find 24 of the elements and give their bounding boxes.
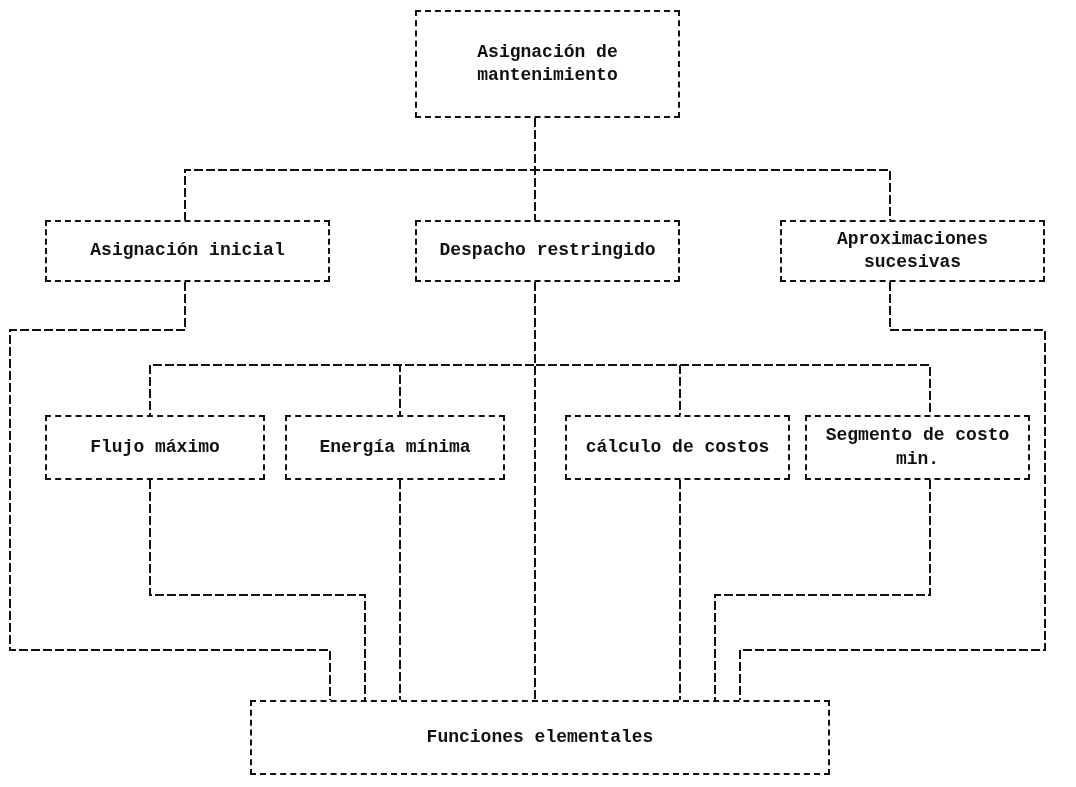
process-box: [780, 220, 1045, 282]
connector-line: [714, 479, 931, 701]
connector-line: [739, 281, 1046, 701]
box-label: Flujo máximo: [89, 435, 221, 459]
connector-line: [9, 281, 331, 701]
box-label: Aproximaciones sucesivas: [835, 227, 990, 274]
box-label: Segmento de costo min.: [824, 424, 1011, 471]
box-label: Energía mínima: [318, 435, 472, 459]
process-box: [415, 220, 680, 282]
process-box: [285, 415, 505, 480]
process-box: [45, 415, 265, 480]
box-label: Asignación inicial: [89, 239, 286, 263]
connector-line: [679, 479, 681, 701]
process-box: [565, 415, 790, 480]
process-box: [415, 10, 680, 118]
box-label: Despacho restringido: [438, 239, 657, 263]
box-label: cálculo de costos: [584, 435, 771, 459]
process-box: [805, 415, 1030, 480]
process-box: [250, 700, 830, 775]
box-label: Asignación de mantenimiento: [476, 40, 619, 87]
box-label: Funciones elementales: [425, 725, 655, 749]
connector-line: [149, 479, 366, 701]
connector-line: [399, 479, 401, 701]
process-box: [45, 220, 330, 282]
